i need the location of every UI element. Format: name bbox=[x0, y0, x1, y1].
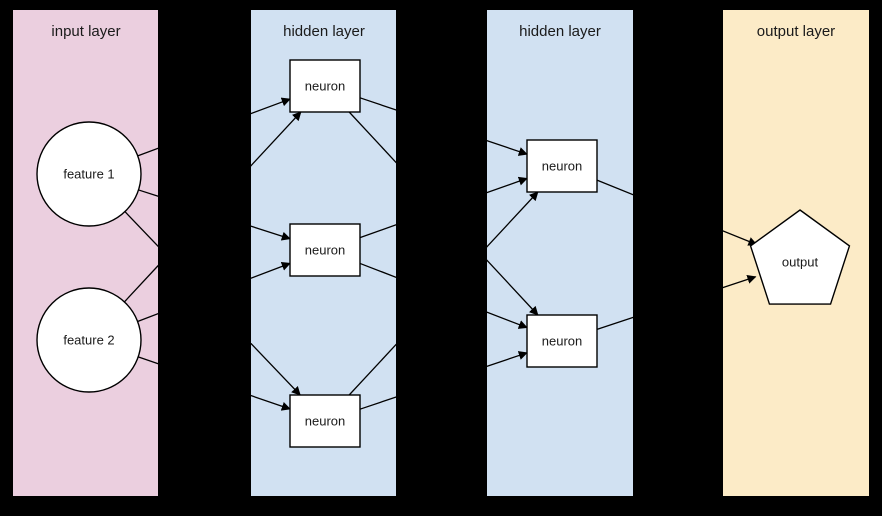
node-output-0[interactable]: output bbox=[749, 209, 851, 305]
connection-line bbox=[348, 343, 396, 396]
layer-title-output: output layer bbox=[757, 23, 835, 40]
node-input-0[interactable]: feature 1 bbox=[36, 121, 142, 227]
connection-arrow bbox=[251, 111, 302, 167]
layer-bands bbox=[13, 10, 869, 496]
layer-title-hidden-1: hidden layer bbox=[283, 23, 365, 40]
connection-line bbox=[359, 224, 396, 239]
connection-arrow bbox=[487, 259, 539, 316]
layer-nodes: feature 1 feature 2 neuron neuron neuron neur… bbox=[36, 59, 851, 448]
node-label: neuron bbox=[305, 242, 345, 257]
node-label: output bbox=[782, 254, 819, 269]
neuron-box[interactable] bbox=[526, 139, 598, 193]
node-label: neuron bbox=[305, 413, 345, 428]
feature-circle[interactable] bbox=[36, 121, 142, 227]
node-label: feature 1 bbox=[63, 166, 114, 181]
node-hidden-2-1[interactable]: neuron bbox=[526, 314, 598, 368]
node-hidden-1-1[interactable]: neuron bbox=[289, 223, 361, 277]
connection-arrow bbox=[251, 97, 291, 115]
connection-arrow bbox=[251, 394, 291, 411]
output-pentagon[interactable] bbox=[749, 209, 851, 305]
connection-arrow bbox=[487, 351, 528, 368]
connection-line bbox=[124, 211, 158, 248]
connection-edges bbox=[123, 97, 758, 411]
connection-arrow bbox=[251, 342, 301, 396]
connection-line bbox=[596, 179, 633, 196]
connection-line bbox=[596, 316, 633, 330]
node-label: neuron bbox=[305, 78, 345, 93]
connection-arrow bbox=[723, 230, 758, 246]
node-hidden-1-2[interactable]: neuron bbox=[289, 394, 361, 448]
layer-title-hidden-2: hidden layer bbox=[519, 23, 601, 40]
neuron-box[interactable] bbox=[289, 59, 361, 113]
connection-arrow bbox=[251, 225, 291, 241]
node-label: feature 2 bbox=[63, 332, 114, 347]
connection-line bbox=[348, 111, 396, 164]
connection-line bbox=[359, 396, 396, 410]
feature-circle[interactable] bbox=[36, 287, 142, 393]
connection-arrow bbox=[487, 191, 539, 248]
connection-arrow bbox=[723, 275, 757, 289]
layer-band-hidden-2 bbox=[487, 10, 633, 496]
connection-arrow bbox=[251, 262, 291, 279]
neuron-box[interactable] bbox=[289, 394, 361, 448]
connection-line bbox=[359, 97, 396, 111]
layer-band-labels: input layer hidden layer hidden layer outpu… bbox=[51, 23, 835, 40]
layer-band-input bbox=[13, 10, 158, 496]
node-input-1[interactable]: feature 2 bbox=[36, 287, 142, 393]
neuron-box[interactable] bbox=[289, 223, 361, 277]
node-label: neuron bbox=[542, 333, 582, 348]
connection-arrow bbox=[487, 311, 528, 329]
node-hidden-1-0[interactable]: neuron bbox=[289, 59, 361, 113]
node-hidden-2-0[interactable]: neuron bbox=[526, 139, 598, 193]
connection-arrow bbox=[487, 139, 528, 156]
connection-line bbox=[123, 264, 158, 303]
layer-title-input: input layer bbox=[51, 23, 120, 40]
connection-line bbox=[359, 262, 396, 278]
connection-arrow bbox=[487, 176, 528, 194]
neuron-box[interactable] bbox=[526, 314, 598, 368]
node-label: neuron bbox=[542, 158, 582, 173]
